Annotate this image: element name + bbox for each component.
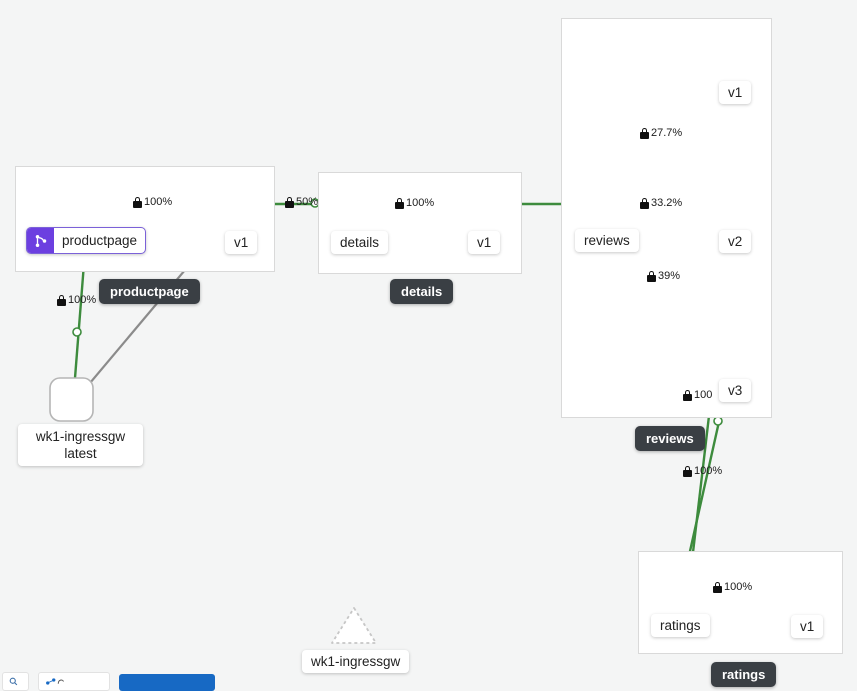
- lock-icon: [395, 197, 404, 209]
- edge-label-text: 100%: [144, 196, 173, 208]
- node-label-ingressgw-workload: wk1-ingressgw latest: [18, 424, 143, 466]
- workflow-icon: [27, 228, 54, 253]
- bottom-toolbar: [0, 672, 857, 691]
- cluster-ratings[interactable]: [638, 551, 843, 654]
- edge-label-reviews-to-v1: 27.7%: [640, 127, 682, 139]
- node-ingressgw-workload[interactable]: [49, 377, 94, 422]
- edge-label-text: 50%: [296, 196, 319, 208]
- node-label-productpage-v1: v1: [225, 231, 258, 254]
- edge-label-text: 100: [694, 389, 713, 401]
- lock-icon: [683, 465, 692, 477]
- graph-legend-icon: [46, 678, 64, 685]
- lock-icon: [133, 196, 142, 208]
- edge-label-productpage-v1-to-details: 50%: [285, 196, 318, 208]
- edge-label-ratings-to-v1: 100%: [713, 581, 752, 593]
- edge-label-text: 39%: [658, 270, 681, 282]
- zoom-icon: [9, 677, 18, 686]
- node-label-reviews: reviews: [575, 229, 639, 252]
- tooltip-productpage: productpage: [99, 279, 200, 304]
- lock-icon: [57, 294, 66, 306]
- edge-label-productpage-to-v1: 100%: [133, 196, 172, 208]
- lock-icon: [285, 196, 294, 208]
- edge-label-reviews-v3-downstream: 100: [683, 389, 712, 401]
- productpage-badge[interactable]: productpage: [26, 227, 147, 254]
- edge-label-reviews-to-v2: 33.2%: [640, 197, 682, 209]
- tooltip-reviews: reviews: [635, 426, 705, 451]
- node-label-ratings: ratings: [651, 614, 710, 637]
- edge-label-details-to-v1: 100%: [395, 197, 434, 209]
- productpage-badge-label: productpage: [62, 233, 138, 248]
- cluster-details[interactable]: [318, 172, 522, 274]
- node-label-ingressgw-service: wk1-ingressgw: [302, 650, 410, 673]
- edge-label-text: 100%: [406, 197, 435, 209]
- edge-label-reviews-to-ratings: 100%: [683, 465, 722, 477]
- lock-icon: [683, 389, 692, 401]
- node-label-details: details: [331, 231, 389, 254]
- edge-label-text: 100%: [68, 294, 97, 306]
- node-label-reviews-v1: v1: [719, 81, 752, 104]
- legend-chip[interactable]: [38, 672, 110, 691]
- lock-icon: [640, 127, 649, 139]
- node-label-details-v1: v1: [468, 231, 501, 254]
- ingressgw-workload-line2: latest: [64, 446, 97, 461]
- edge-label-text: 100%: [724, 581, 753, 593]
- cluster-reviews[interactable]: [561, 18, 772, 418]
- edge-label-text: 33.2%: [651, 197, 683, 209]
- lock-icon: [640, 197, 649, 209]
- node-label-reviews-v2: v2: [719, 230, 752, 253]
- cluster-productpage[interactable]: [15, 166, 275, 272]
- node-ingressgw-service[interactable]: [331, 607, 377, 644]
- edge-label-text: 100%: [694, 465, 723, 477]
- lock-icon: [647, 270, 656, 282]
- tooltip-details: details: [390, 279, 454, 304]
- node-label-reviews-v3: v3: [719, 379, 752, 402]
- primary-action-button[interactable]: [119, 674, 215, 691]
- edge-label-text: 27.7%: [651, 127, 683, 139]
- zoom-chip[interactable]: [2, 672, 29, 691]
- edge-label-ingress-to-productpage: 100%: [57, 294, 96, 306]
- lock-icon: [713, 581, 722, 593]
- tooltip-ratings: ratings: [711, 662, 777, 687]
- node-label-ratings-v1: v1: [791, 615, 824, 638]
- ingressgw-workload-line1: wk1-ingressgw: [35, 429, 126, 444]
- edge-label-reviews-to-v3: 39%: [647, 270, 680, 282]
